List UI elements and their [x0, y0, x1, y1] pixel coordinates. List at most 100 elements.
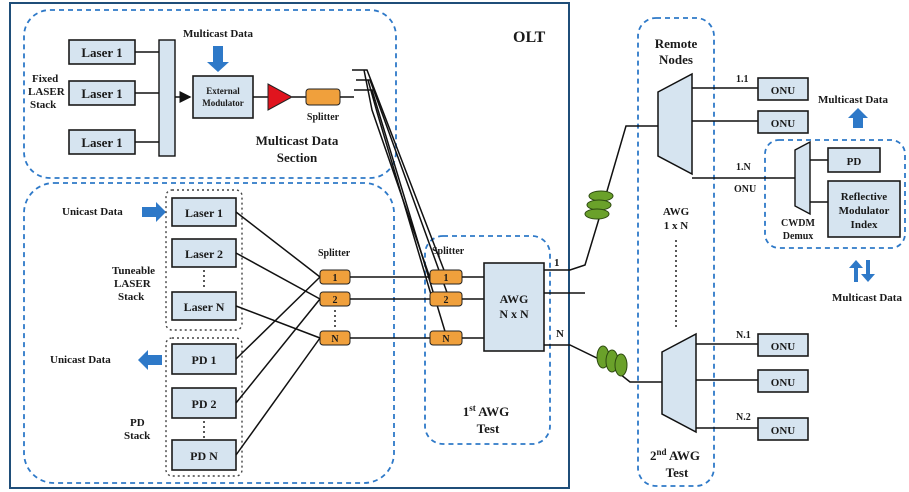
tuneable-laser-n — [171, 291, 237, 321]
port-label-1-n: 1.N — [736, 162, 752, 173]
rmod-label-1: Reflective — [841, 191, 888, 203]
cwdm-out-wires — [810, 159, 828, 203]
olt-frame — [9, 2, 570, 489]
multicast-section-group — [23, 9, 397, 179]
onu-n-3 — [757, 417, 809, 441]
tuneable-laser-2-label: Laser 2 — [185, 247, 223, 261]
tuneable-label-3: Stack — [118, 291, 145, 303]
multicast-fiber-1b — [363, 69, 431, 279]
onu-n-2-label: ONU — [771, 377, 796, 389]
multicast-splitter — [305, 88, 341, 106]
onu-n-1-label: ONU — [771, 341, 796, 353]
awg1-out-port-1-label: 1 — [554, 257, 560, 269]
fixed-laser-3-label: Laser 1 — [81, 135, 122, 150]
tuneable-laser-1-label: Laser 1 — [185, 206, 223, 220]
tuneable-laser-stack-group — [165, 189, 243, 331]
multicast-in-arrow — [207, 46, 229, 72]
remote-awg-upper — [657, 72, 693, 176]
awg1-title: 1st AWG — [463, 403, 510, 419]
multicast-section-title-1: Multicast Data — [256, 133, 339, 148]
onu-1-1-label: ONU — [771, 85, 796, 97]
onu-n-2 — [757, 369, 809, 393]
awg2-title: 2nd AWG — [650, 447, 700, 463]
onu-1-2 — [757, 110, 809, 134]
fixed-laser-wires — [135, 51, 159, 143]
multicast-fiber-2 — [356, 79, 450, 299]
unicast-section-group — [23, 182, 395, 484]
multicast-fiber-1 — [352, 69, 448, 279]
bidirectional-arrow — [849, 260, 875, 282]
unicast-splitter-port-1-label: 1 — [333, 273, 338, 284]
tuneable-laser-n-label: Laser N — [184, 300, 225, 314]
onu-n-3-label: ONU — [771, 425, 796, 437]
pd-stack-group — [165, 337, 243, 477]
tuneable-laser-1 — [171, 197, 237, 227]
remote-awg-lower — [661, 332, 697, 434]
awg1-splitter-port-2-label: 2 — [444, 295, 449, 306]
unicast-splitter-port-2-label: 2 — [333, 295, 338, 306]
fiber-coil-lower — [596, 345, 628, 377]
port-label-n-2: N.2 — [736, 412, 751, 423]
awg2-title-line2: Test — [666, 465, 689, 480]
unicast-data-in-label: Unicast Data — [62, 206, 123, 218]
pd-1-label: PD 1 — [192, 353, 217, 367]
rmod-label-3: Index — [851, 219, 878, 231]
awg-nxn-label-2: N x N — [499, 307, 529, 321]
awg1-output-1 — [544, 125, 658, 271]
tuneable-label-1: Tuneable — [112, 265, 155, 277]
multicast-section-title-2: Section — [277, 150, 318, 165]
awg-nxn-label-1: AWG — [500, 292, 529, 306]
modulator-label-1: External — [206, 86, 240, 96]
pd-2 — [171, 387, 237, 419]
modulator-label-2: Modulator — [202, 98, 244, 108]
amplifier — [267, 83, 294, 111]
remote-nodes-title-2: Nodes — [659, 52, 693, 67]
remote-awg-label-2: 1 x N — [664, 220, 689, 232]
multicast-data-input-label: Multicast Data — [183, 28, 253, 40]
port-label-n-1: N.1 — [736, 330, 751, 341]
pd-stack-label-1: PD — [130, 417, 145, 429]
reflective-modulator — [827, 180, 901, 238]
pd-1 — [171, 343, 237, 375]
pd-stack-label-2: Stack — [124, 430, 151, 442]
tuneable-laser-2 — [171, 238, 237, 268]
multicast-fiber-2b — [367, 79, 433, 299]
unicast-data-out-label: Unicast Data — [50, 354, 111, 366]
pd-n-label: PD N — [190, 449, 218, 463]
onu-detail-label: ONU — [734, 184, 756, 195]
fixed-stack-label-3: Stack — [30, 99, 57, 111]
combiner-bar — [158, 39, 176, 157]
unicast-out-arrow — [138, 350, 162, 370]
pd-n — [171, 439, 237, 471]
onu-pd-label: PD — [847, 156, 862, 168]
fixed-stack-label-2: LASER — [28, 86, 66, 98]
unicast-splitter-label: Splitter — [318, 248, 351, 259]
awg1-splitter-label: Splitter — [432, 246, 465, 257]
awg1-splitter-to-awg-wires — [462, 276, 484, 339]
fixed-laser-3 — [68, 129, 136, 155]
external-modulator — [192, 75, 254, 119]
awg-test-1-group — [424, 235, 551, 445]
multicast-data-up-label: Multicast Data — [818, 94, 888, 106]
onu-n-1 — [757, 333, 809, 357]
awg1-out-port-n-label: N — [556, 328, 564, 340]
awg1-title-line2: Test — [477, 421, 500, 436]
pd-2-label: PD 2 — [192, 397, 217, 411]
cwdm-label-1: CWDM — [781, 218, 815, 229]
multicast-splitter-label: Splitter — [307, 112, 340, 123]
unicast-splitter-port-n-label: N — [331, 334, 339, 345]
olt-title: OLT — [513, 29, 546, 46]
cwdm-label-2: Demux — [783, 231, 814, 242]
rmod-label-2: Modulator — [839, 205, 890, 217]
fixed-laser-1-label: Laser 1 — [81, 45, 122, 60]
remote-awg-label-1: AWG — [663, 206, 690, 218]
fiber-coil-upper — [584, 190, 614, 220]
fixed-laser-2-label: Laser 1 — [81, 86, 122, 101]
awg1-splitter-port-1-label: 1 — [444, 273, 449, 284]
remote-nodes-group — [637, 17, 715, 487]
onu-1-1 — [757, 77, 809, 101]
cwdm-demux — [794, 140, 811, 216]
onu-pd — [827, 147, 881, 173]
awg1-splitter-port-n-label: N — [442, 334, 450, 345]
